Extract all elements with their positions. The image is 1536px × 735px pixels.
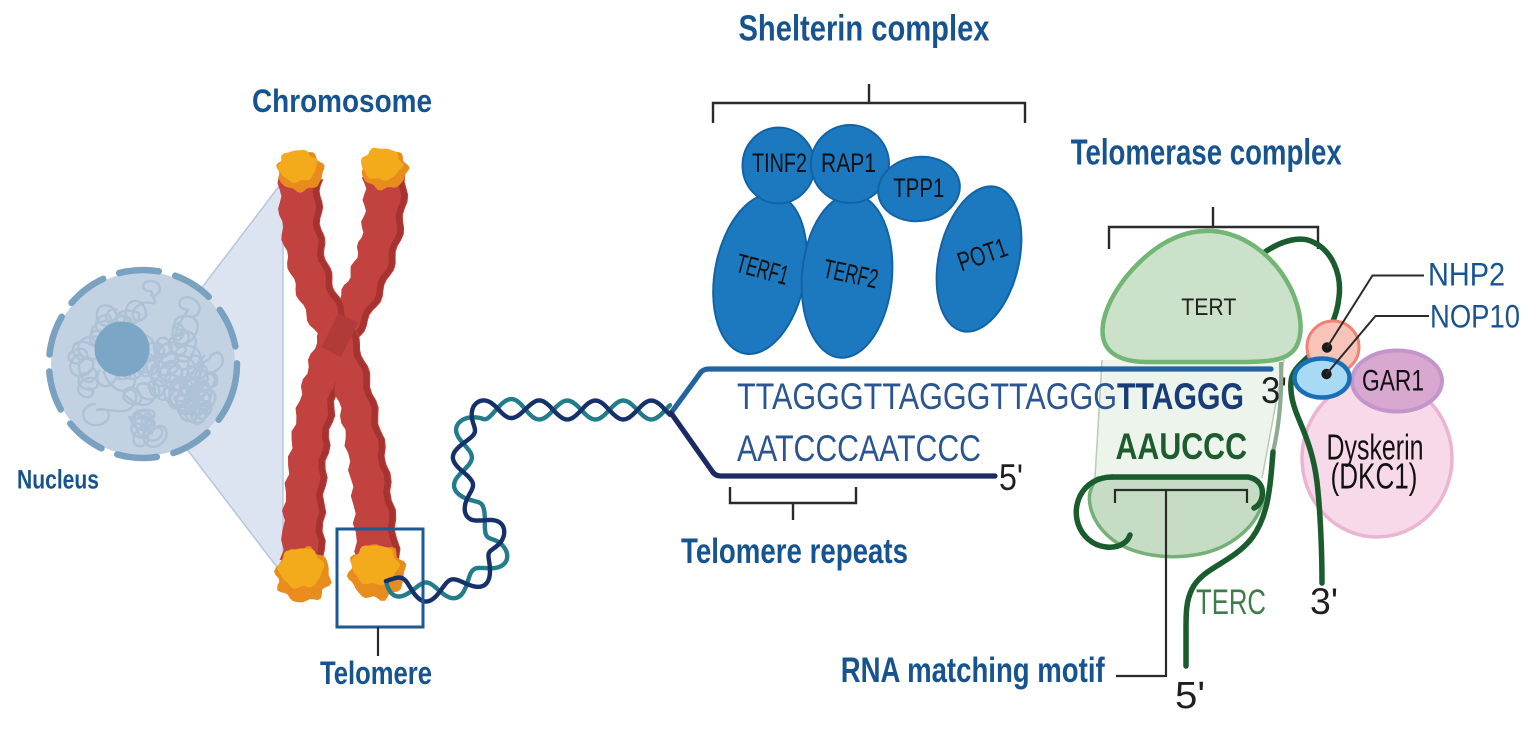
svg-text:5': 5' (999, 457, 1023, 498)
svg-text:Telomere: Telomere (320, 655, 432, 691)
svg-text:TERC: TERC (1196, 583, 1266, 622)
svg-text:TPP1: TPP1 (893, 173, 944, 203)
svg-text:(DKC1): (DKC1) (1331, 456, 1418, 497)
svg-text:NOP10: NOP10 (1430, 299, 1520, 335)
svg-text:TINF2: TINF2 (752, 148, 807, 178)
svg-text:Telomerase complex: Telomerase complex (1071, 131, 1342, 172)
svg-text:Nucleus: Nucleus (17, 465, 99, 495)
svg-text:RNA matching motif: RNA matching motif (841, 651, 1105, 690)
svg-text:TTAGGGTTAGGGTTAGGG: TTAGGGTTAGGGTTAGGG (737, 376, 1117, 417)
svg-text:5': 5' (1175, 675, 1205, 717)
svg-text:TTAGGG: TTAGGG (1117, 376, 1244, 417)
svg-text:AAUCCC: AAUCCC (1116, 426, 1248, 467)
svg-text:Shelterin complex: Shelterin complex (739, 7, 990, 48)
svg-text:GAR1: GAR1 (1362, 365, 1424, 398)
svg-text:Dyskerin: Dyskerin (1327, 426, 1424, 467)
svg-text:3': 3' (1310, 581, 1338, 622)
svg-text:RAP1: RAP1 (821, 148, 876, 178)
svg-text:Telomere repeats: Telomere repeats (681, 532, 908, 571)
svg-text:AATCCCAATCCC: AATCCCAATCCC (737, 428, 981, 469)
svg-text:Chromosome: Chromosome (252, 83, 432, 119)
svg-text:TERT: TERT (1181, 294, 1236, 321)
svg-text:NHP2: NHP2 (1428, 257, 1505, 293)
